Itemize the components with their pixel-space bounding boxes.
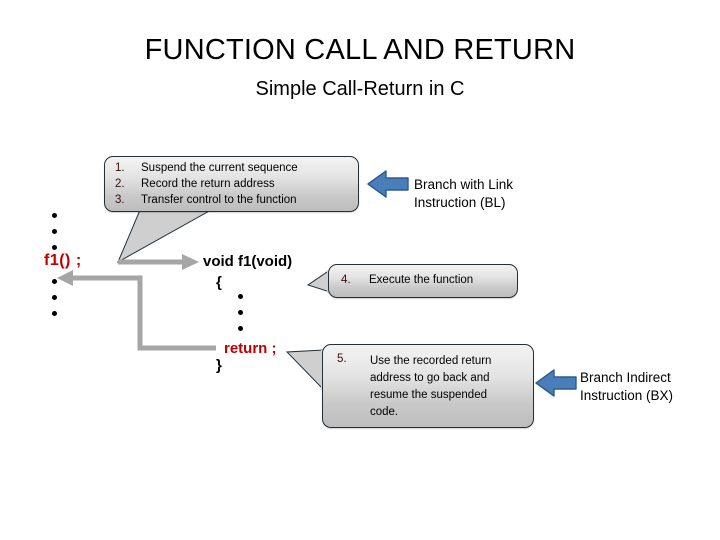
branch-link-line-1: Branch with Link <box>414 177 514 192</box>
branch-indirect-line-2: Instruction (BX) <box>580 388 674 403</box>
caller-bullet-above-2 <box>52 229 57 234</box>
branch-link-label: Branch with Link Instruction (BL) <box>414 176 513 212</box>
branch-indirect-line-1: Branch Indirect <box>580 370 671 385</box>
call-step-1-text: Suspend the current sequence <box>141 162 298 174</box>
return-step-line-2: address to go back and <box>370 372 490 384</box>
branch-indirect-label: Branch Indirect Instruction (BX) <box>580 369 673 405</box>
call-step-3-text: Transfer control to the function <box>141 194 297 206</box>
call-step-3: 3. Transfer control to the function <box>115 194 297 206</box>
close-brace: } <box>216 357 222 374</box>
page-subtitle: Simple Call-Return in C <box>255 78 465 100</box>
execute-step: 4. Execute the function <box>341 274 473 286</box>
callout-call-steps: 1. Suspend the current sequence 2. Record … <box>104 156 359 212</box>
callee-bullet-2 <box>238 310 243 315</box>
call-step-1: 1. Suspend the current sequence <box>115 162 298 174</box>
return-step-text: Use the recorded return address to go ba… <box>370 353 528 421</box>
call-step-1-number: 1. <box>115 162 125 174</box>
call-step-2: 2. Record the return address <box>115 178 275 190</box>
return-step-line-3: resume the suspended <box>370 389 487 401</box>
callout-execute-tail <box>306 269 331 293</box>
return-step-line-4: code. <box>370 406 399 418</box>
caller-bullet-below-2 <box>52 295 57 300</box>
return-step-number: 5. <box>337 353 347 365</box>
call-statement: f1() ; <box>44 252 82 269</box>
function-signature: void f1(void) <box>203 253 293 270</box>
return-statement: return ; <box>224 340 277 357</box>
caller-bullet-above-1 <box>52 213 57 218</box>
caller-bullet-above-3 <box>52 245 57 250</box>
return-flow-arrow <box>57 270 216 351</box>
branch-indirect-arrow-icon <box>535 369 577 397</box>
call-step-2-text: Record the return address <box>141 178 275 190</box>
callout-execute-function: 4. Execute the function <box>328 264 518 298</box>
call-flow-arrow <box>118 254 199 270</box>
callee-bullet-3 <box>238 326 243 331</box>
branch-link-arrow-icon <box>367 170 409 198</box>
caller-bullet-below-3 <box>52 311 57 316</box>
caller-bullet-below-1 <box>52 279 57 284</box>
call-step-3-number: 3. <box>115 194 125 206</box>
branch-link-line-2: Instruction (BL) <box>414 195 506 210</box>
callout-return-steps: 5. Use the recorded return address to go… <box>322 344 534 428</box>
return-step-line-1: Use the recorded return <box>370 355 492 367</box>
page-title: FUNCTION CALL AND RETURN <box>144 34 576 66</box>
callee-bullet-1 <box>238 294 243 299</box>
open-brace: { <box>216 274 222 291</box>
call-step-2-number: 2. <box>115 178 125 190</box>
callout-return-tail <box>285 349 325 392</box>
execute-step-text: Execute the function <box>369 274 474 286</box>
execute-step-number: 4. <box>341 274 351 286</box>
callout-steps-tail <box>116 209 213 264</box>
